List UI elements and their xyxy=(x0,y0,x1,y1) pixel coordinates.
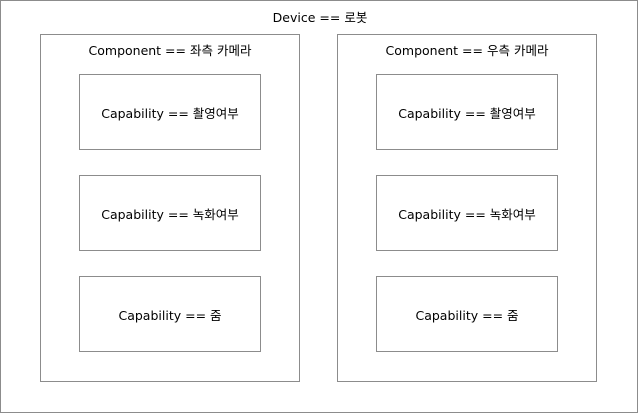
capability-box: Capability == 녹화여부 xyxy=(79,175,261,251)
capability-label: Capability == 촬영여부 xyxy=(101,105,239,121)
capability-box: Capability == 줌 xyxy=(376,276,558,352)
capability-box: Capability == 녹화여부 xyxy=(376,175,558,251)
component-title: Component == 좌측 카메라 xyxy=(88,43,252,58)
capability-label: Capability == 줌 xyxy=(118,307,222,323)
capability-label: Capability == 녹화여부 xyxy=(101,206,239,222)
capability-box: Capability == 촬영여부 xyxy=(79,74,261,150)
device-title: Device == 로봇 xyxy=(272,10,368,25)
component-right-camera: Component == 우측 카메라 Capability == 촬영여부 C… xyxy=(337,34,597,382)
component-left-camera: Component == 좌측 카메라 Capability == 촬영여부 C… xyxy=(40,34,300,382)
capability-label: Capability == 녹화여부 xyxy=(398,206,536,222)
capability-label: Capability == 줌 xyxy=(415,307,519,323)
capability-label: Capability == 촬영여부 xyxy=(398,105,536,121)
capability-box: Capability == 촬영여부 xyxy=(376,74,558,150)
component-title: Component == 우측 카메라 xyxy=(385,43,549,58)
capability-box: Capability == 줌 xyxy=(79,276,261,352)
